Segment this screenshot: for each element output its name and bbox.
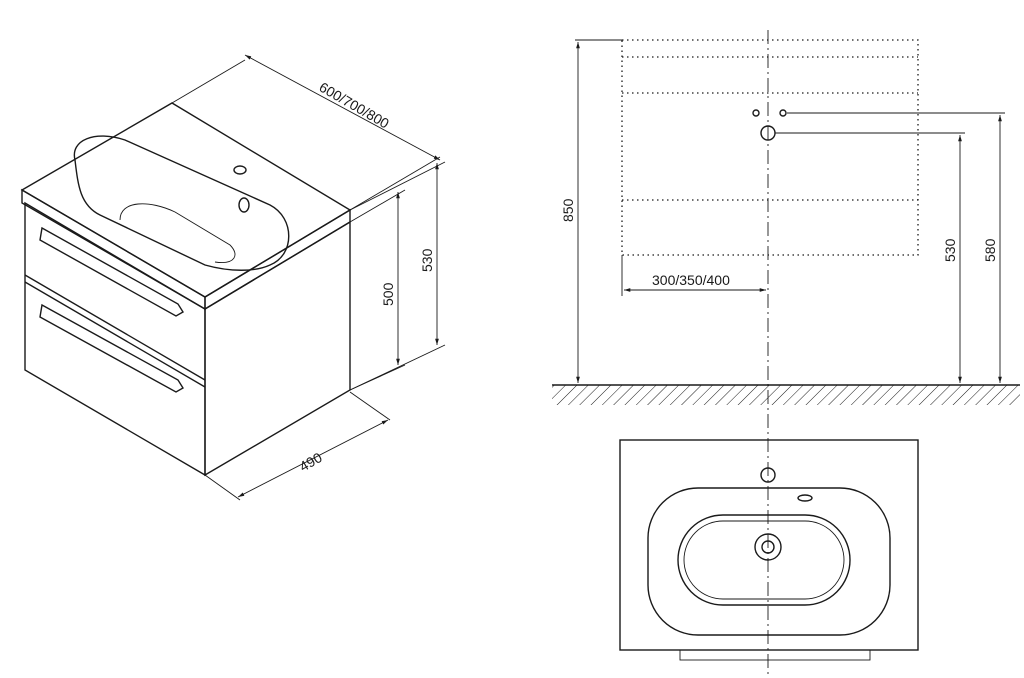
- basin-outline: [73, 135, 290, 271]
- dim-tap-height-label: 580: [982, 238, 998, 262]
- cabinet-outline-dotted: [621, 39, 919, 256]
- dim-total-height-label: 530: [419, 248, 435, 272]
- dim-cabinet-height-label: 500: [380, 282, 396, 306]
- drawer-divider: [24, 274, 206, 381]
- dim-offset-label: 300/350/400: [652, 272, 730, 288]
- drain-inner: [761, 540, 775, 554]
- countertop-outline: [619, 439, 919, 651]
- countertop-top: [20, 102, 352, 298]
- overflow-hole: [238, 197, 250, 213]
- plan-view: [619, 439, 919, 661]
- dim-depth-label: 490: [297, 449, 325, 475]
- overflow-hole: [797, 494, 813, 502]
- countertop-front: [21, 188, 206, 311]
- basin-bowl-outer: [677, 514, 851, 606]
- iso-dimensions: 600/700/800 530 500 490: [171, 54, 446, 501]
- cabinet-legs: [679, 649, 871, 661]
- isometric-cabinet: [20, 102, 352, 477]
- tap-hole: [760, 467, 776, 483]
- tap-hole: [233, 165, 247, 175]
- dim-width-label: 600/700/800: [317, 79, 393, 132]
- dim-floor-to-top-label: 850: [560, 198, 576, 222]
- tap-hole-small-left: [752, 109, 760, 117]
- front-elevation: 850 300/350/400 530 580: [552, 30, 1020, 678]
- basin-outline: [647, 487, 891, 636]
- dim-drain-height-label: 530: [942, 238, 958, 262]
- tap-hole-small-right: [779, 109, 787, 117]
- basin-bowl: [119, 203, 236, 263]
- drain-outer: [754, 533, 782, 561]
- drawer-handle-top: [39, 226, 184, 317]
- basin-bowl-inner: [683, 520, 845, 600]
- floor-hatch: [552, 385, 1020, 405]
- drawer-handle-bottom: [39, 303, 184, 393]
- countertop-side: [204, 208, 351, 311]
